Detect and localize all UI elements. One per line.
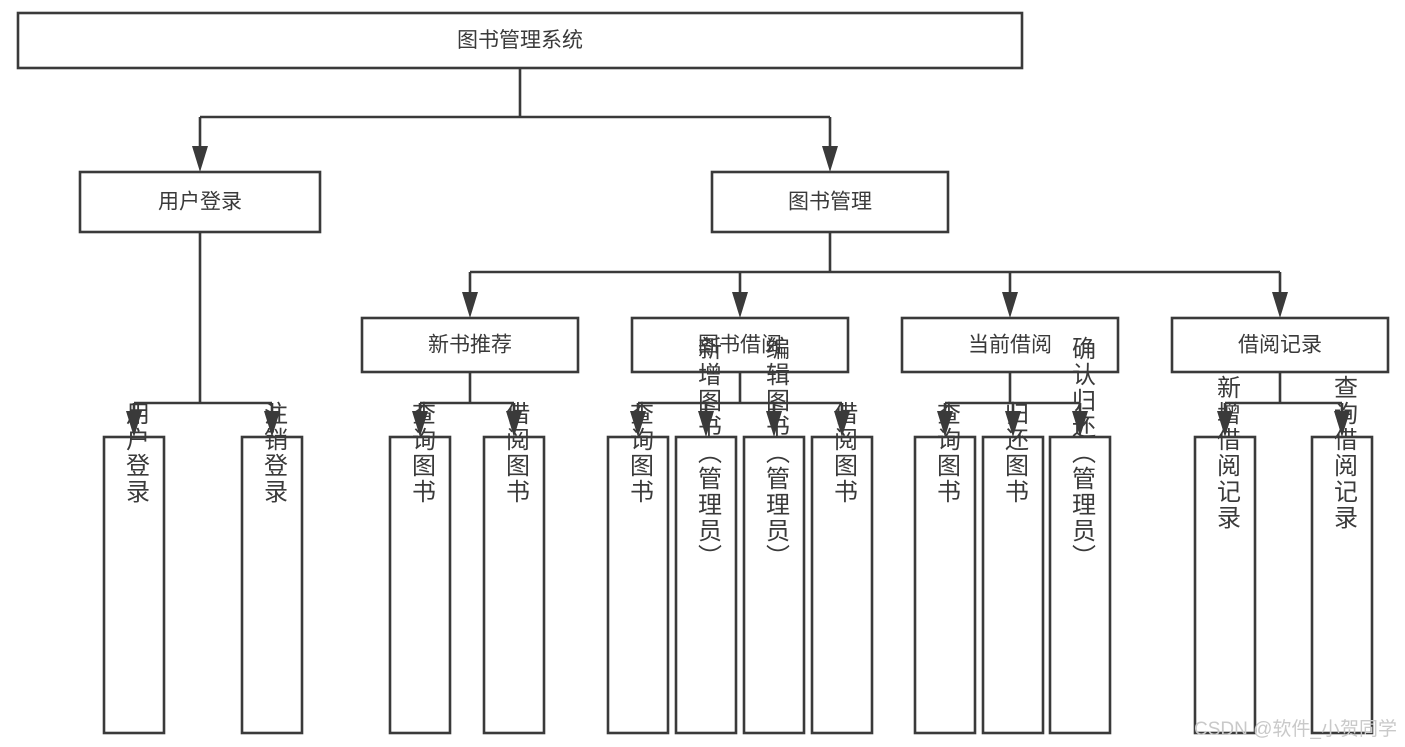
node-leaf-borrow-book-1[interactable]: 借阅图书 bbox=[482, 401, 546, 735]
arrow-head-icon bbox=[462, 292, 478, 318]
node-box-leaf-borrow-book-1[interactable] bbox=[482, 435, 546, 735]
node-box-leaf-query-book-3[interactable] bbox=[913, 435, 977, 735]
node-new-book-rec[interactable]: 新书推荐 bbox=[360, 316, 580, 374]
arrow-head-icon bbox=[1272, 292, 1288, 318]
node-borrow-record[interactable]: 借阅记录 bbox=[1170, 316, 1390, 374]
node-box-leaf-borrow-book-2[interactable] bbox=[810, 435, 874, 735]
node-box-leaf-query-book-2[interactable] bbox=[606, 435, 670, 735]
node-label-borrow-record: 借阅记录 bbox=[1238, 334, 1322, 357]
node-label-leaf-add-book: 新增图书（管理员） bbox=[694, 336, 722, 570]
arrow-head-icon bbox=[192, 146, 208, 172]
node-leaf-confirm-return[interactable]: 确认归还（管理员） bbox=[1048, 336, 1112, 735]
arrow-head-icon bbox=[630, 411, 646, 437]
node-box-book-manage[interactable] bbox=[710, 170, 950, 234]
node-label-book-borrow: 图书借阅 bbox=[698, 334, 782, 357]
node-user-login[interactable]: 用户登录 bbox=[78, 170, 322, 234]
arrow-head-icon bbox=[822, 146, 838, 172]
node-box-leaf-add-record[interactable] bbox=[1193, 435, 1257, 735]
arrow-head-icon bbox=[506, 411, 522, 437]
connector-group bbox=[192, 68, 838, 172]
node-label-root: 图书管理系统 bbox=[457, 29, 583, 52]
arrow-head-icon bbox=[698, 411, 714, 437]
node-box-borrow-record[interactable] bbox=[1170, 316, 1390, 374]
node-leaf-query-record[interactable]: 查询借阅记录 bbox=[1310, 375, 1374, 735]
node-label-leaf-query-book-3: 查询图书 bbox=[933, 401, 961, 505]
node-book-manage[interactable]: 图书管理 bbox=[710, 170, 950, 234]
node-box-user-login[interactable] bbox=[78, 170, 322, 234]
connector-group bbox=[630, 372, 850, 437]
arrow-head-icon bbox=[1217, 411, 1233, 437]
arrow-head-icon bbox=[412, 411, 428, 437]
node-leaf-return-book[interactable]: 归还图书 bbox=[981, 401, 1045, 735]
node-box-leaf-query-book-1[interactable] bbox=[388, 435, 452, 735]
node-layer: 图书管理系统用户登录图书管理新书推荐图书借阅当前借阅借阅记录用户登录注销登录查询… bbox=[16, 11, 1390, 735]
node-box-book-borrow[interactable] bbox=[630, 316, 850, 374]
node-leaf-logout[interactable]: 注销登录 bbox=[240, 401, 304, 735]
connector-group bbox=[1217, 372, 1350, 437]
connector-layer bbox=[126, 68, 1350, 437]
arrow-head-icon bbox=[732, 292, 748, 318]
node-label-current-borrow: 当前借阅 bbox=[968, 334, 1052, 357]
node-label-leaf-query-record: 查询借阅记录 bbox=[1330, 375, 1358, 531]
node-box-leaf-add-book[interactable] bbox=[674, 435, 738, 735]
node-label-new-book-rec: 新书推荐 bbox=[428, 334, 512, 357]
node-current-borrow[interactable]: 当前借阅 bbox=[900, 316, 1120, 374]
node-box-leaf-edit-book[interactable] bbox=[742, 435, 806, 735]
arrow-head-icon bbox=[1072, 411, 1088, 437]
node-box-current-borrow[interactable] bbox=[900, 316, 1120, 374]
node-label-leaf-logout: 注销登录 bbox=[260, 401, 288, 505]
node-box-leaf-query-record[interactable] bbox=[1310, 435, 1374, 735]
connector-group bbox=[412, 372, 522, 437]
arrow-head-icon bbox=[1334, 411, 1350, 437]
node-leaf-user-login[interactable]: 用户登录 bbox=[102, 401, 166, 735]
node-label-leaf-confirm-return: 确认归还（管理员） bbox=[1068, 336, 1096, 570]
arrow-head-icon bbox=[264, 411, 280, 437]
node-box-new-book-rec[interactable] bbox=[360, 316, 580, 374]
arrow-head-icon bbox=[1002, 292, 1018, 318]
node-label-leaf-borrow-book-2: 借阅图书 bbox=[830, 401, 858, 505]
node-box-leaf-confirm-return[interactable] bbox=[1048, 435, 1112, 735]
node-leaf-add-record[interactable]: 新增借阅记录 bbox=[1193, 375, 1257, 735]
node-label-leaf-user-login: 用户登录 bbox=[122, 401, 150, 505]
node-box-leaf-logout[interactable] bbox=[240, 435, 304, 735]
node-leaf-edit-book[interactable]: 编辑图书（管理员） bbox=[742, 336, 806, 735]
node-leaf-query-book-3[interactable]: 查询图书 bbox=[913, 401, 977, 735]
node-leaf-query-book-2[interactable]: 查询图书 bbox=[606, 401, 670, 735]
connector-group bbox=[126, 232, 280, 437]
connector-group bbox=[462, 232, 1288, 318]
node-box-leaf-return-book[interactable] bbox=[981, 435, 1045, 735]
node-leaf-borrow-book-2[interactable]: 借阅图书 bbox=[810, 401, 874, 735]
arrow-head-icon bbox=[126, 411, 142, 437]
node-label-leaf-query-book-1: 查询图书 bbox=[408, 401, 436, 505]
arrow-head-icon bbox=[937, 411, 953, 437]
node-label-book-manage: 图书管理 bbox=[788, 191, 872, 214]
arrow-head-icon bbox=[766, 411, 782, 437]
node-label-leaf-add-record: 新增借阅记录 bbox=[1213, 375, 1241, 531]
node-root[interactable]: 图书管理系统 bbox=[16, 11, 1024, 70]
node-box-root[interactable] bbox=[16, 11, 1024, 70]
node-leaf-add-book[interactable]: 新增图书（管理员） bbox=[674, 336, 738, 735]
node-label-leaf-edit-book: 编辑图书（管理员） bbox=[762, 336, 790, 570]
node-label-user-login: 用户登录 bbox=[158, 191, 242, 214]
node-label-leaf-return-book: 归还图书 bbox=[1001, 401, 1029, 505]
connector-group bbox=[937, 372, 1088, 437]
arrow-head-icon bbox=[834, 411, 850, 437]
node-leaf-query-book-1[interactable]: 查询图书 bbox=[388, 401, 452, 735]
watermark-label: CSDN @软件_小贺同学 bbox=[1194, 719, 1397, 740]
node-box-leaf-user-login[interactable] bbox=[102, 435, 166, 735]
arrow-head-icon bbox=[1005, 411, 1021, 437]
node-book-borrow[interactable]: 图书借阅 bbox=[630, 316, 850, 374]
node-label-leaf-query-book-2: 查询图书 bbox=[626, 401, 654, 505]
node-label-leaf-borrow-book-1: 借阅图书 bbox=[502, 401, 530, 505]
